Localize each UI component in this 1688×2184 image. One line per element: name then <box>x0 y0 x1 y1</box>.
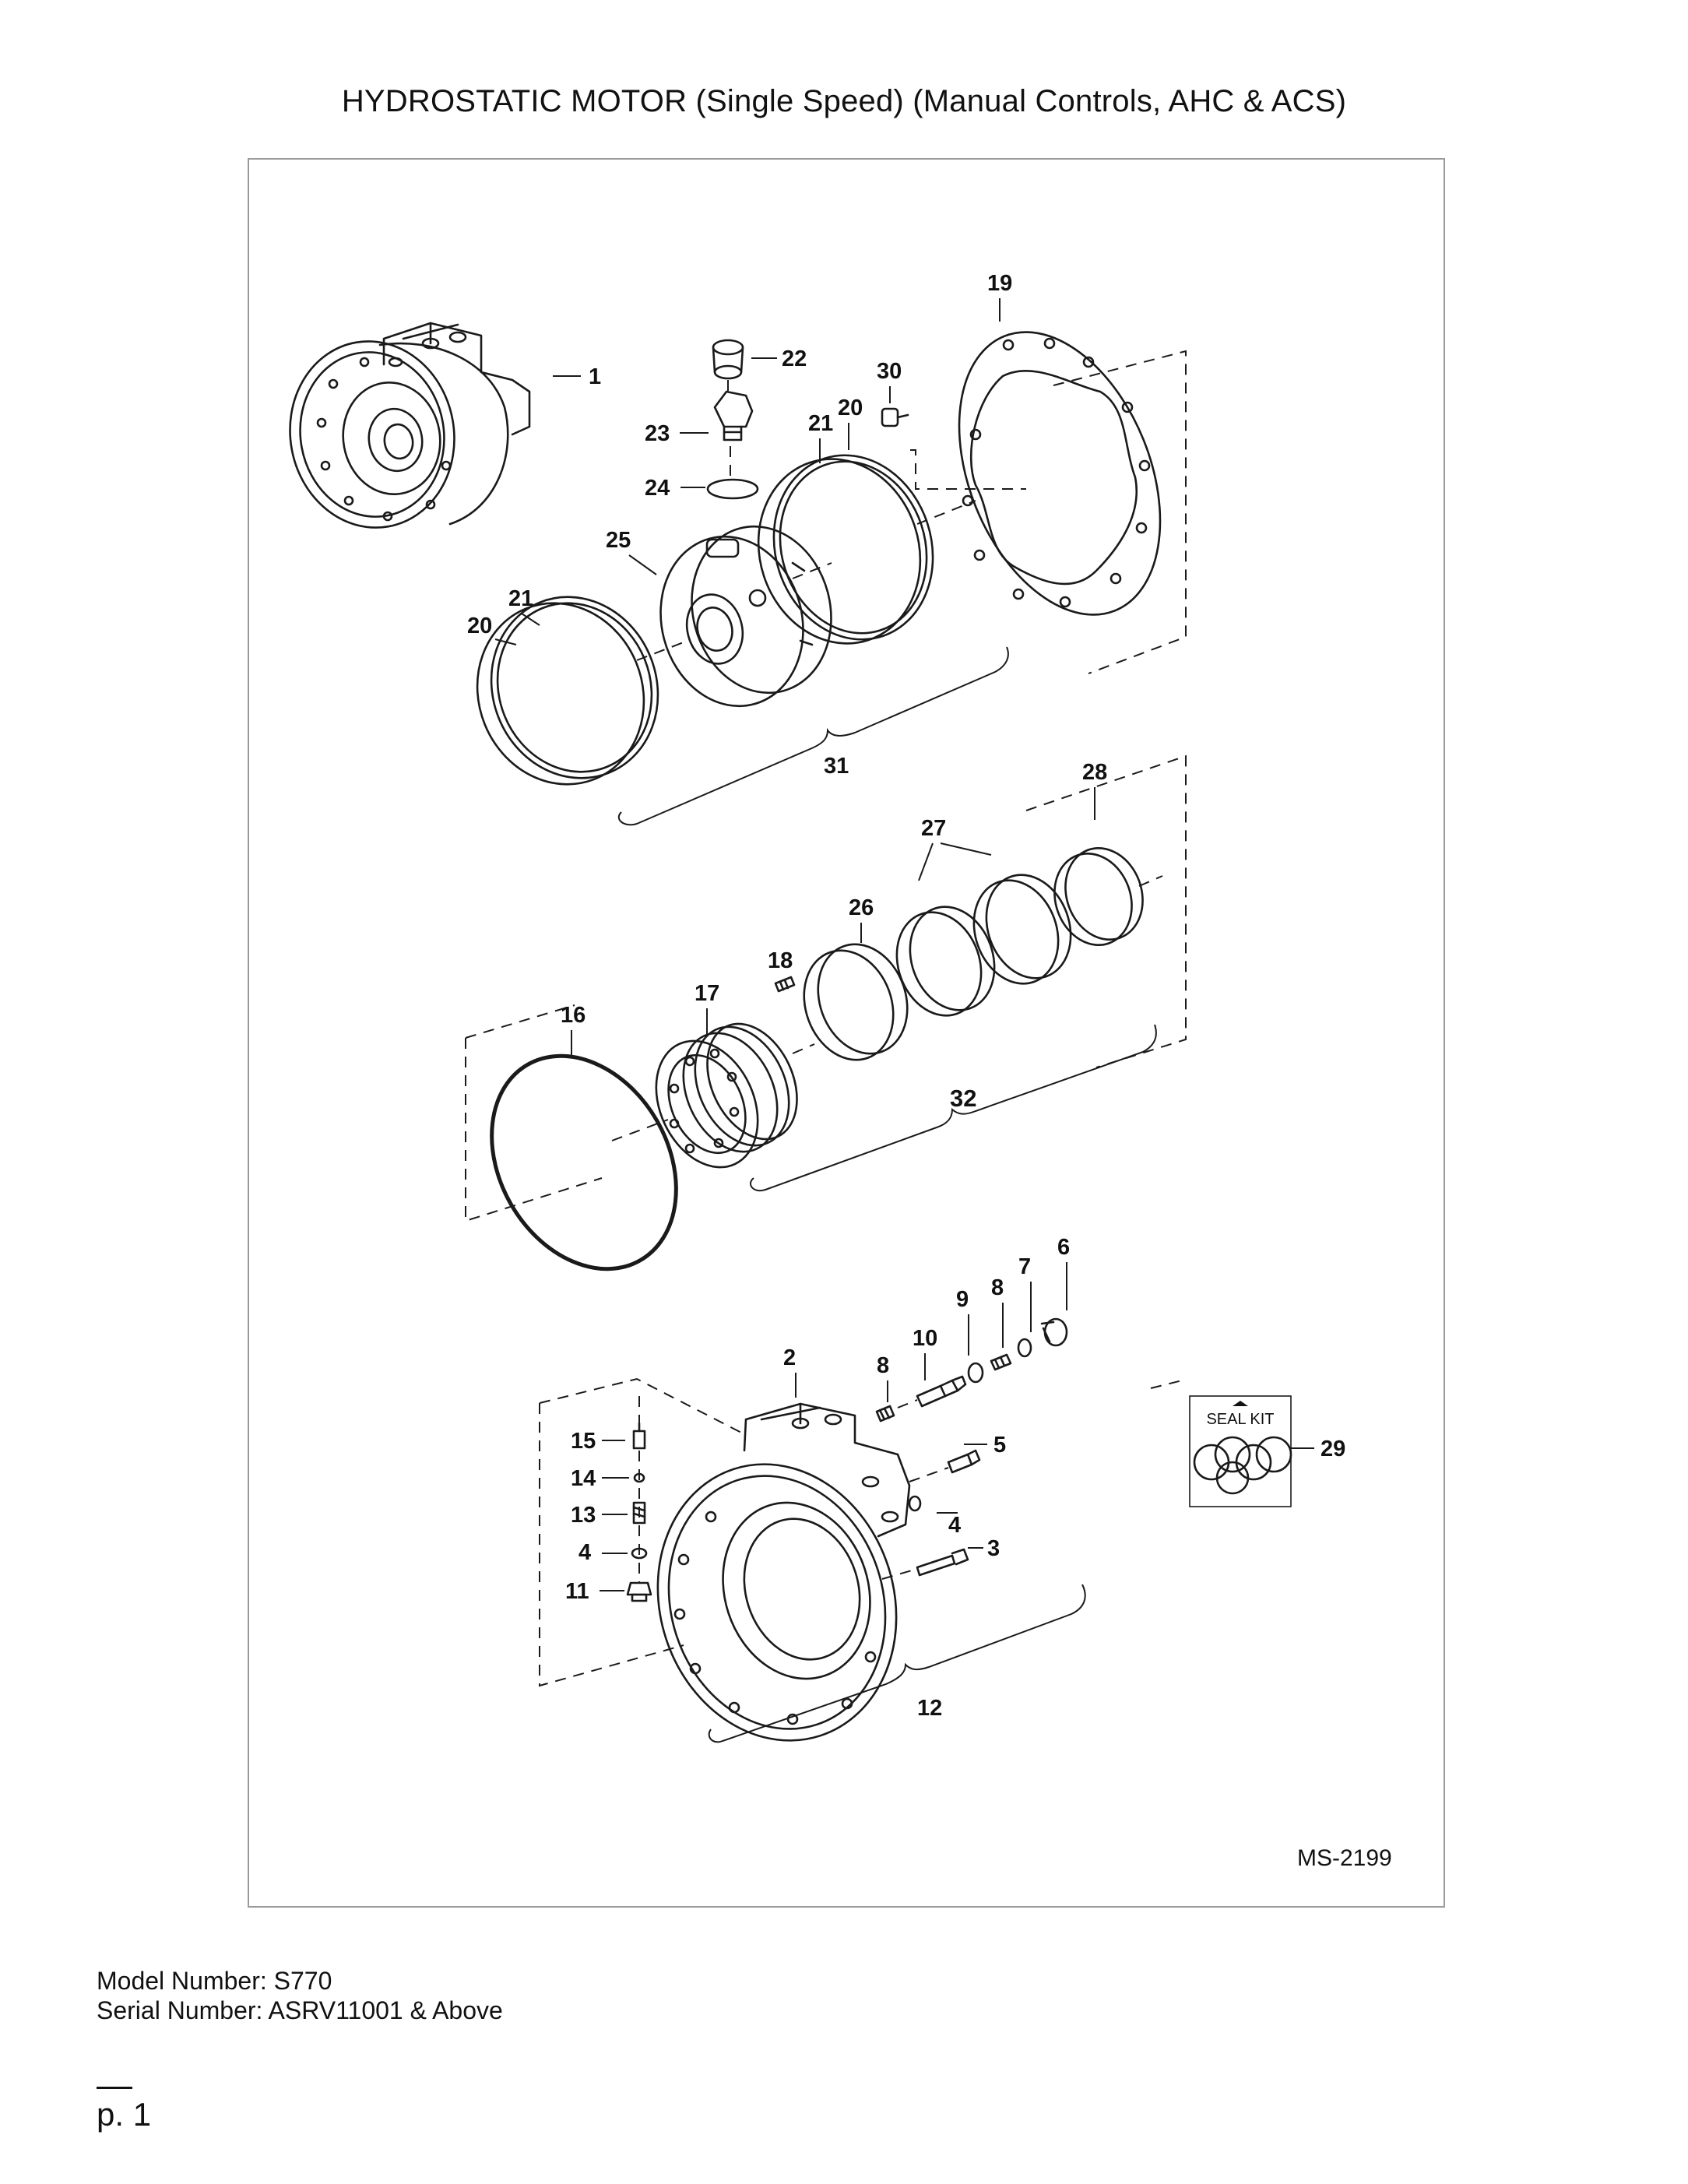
callout-1: 1 <box>589 364 601 389</box>
part-17-rotor-set <box>655 1022 798 1169</box>
part-20-21-rings-left <box>476 596 659 786</box>
callout-30: 30 <box>877 359 902 384</box>
page-title: HYDROSTATIC MOTOR (Single Speed) (Manual… <box>341 84 1347 118</box>
callout-14: 14 <box>571 1466 596 1491</box>
part-8-spring-upper <box>990 1353 1012 1371</box>
part-5-plug <box>947 1449 981 1474</box>
callout-22: 22 <box>782 346 807 371</box>
callout-4-right: 4 <box>948 1513 961 1538</box>
page-number: p. 1 <box>97 2096 152 2133</box>
part-26-ring <box>803 943 909 1061</box>
callout-18: 18 <box>768 948 793 973</box>
callout-8-upper: 8 <box>991 1275 1004 1300</box>
callout-24: 24 <box>645 476 670 501</box>
callout-32: 32 <box>950 1085 976 1112</box>
callout-6: 6 <box>1057 1235 1070 1260</box>
part-4-o-ring-right <box>908 1495 922 1512</box>
part-15-poppet <box>632 1422 646 1450</box>
bracket-32 <box>750 1024 1157 1192</box>
part-16-seal-ring <box>490 1053 678 1271</box>
part-27-rings <box>895 874 1072 1017</box>
callout-10: 10 <box>913 1326 937 1351</box>
model-info: Model Number: S770 Serial Number: ASRV11… <box>97 1966 503 2025</box>
bracket-12 <box>708 1584 1086 1743</box>
part-6-plug <box>1040 1317 1068 1347</box>
part-25-end-cap <box>659 525 832 708</box>
callout-29: 29 <box>1321 1437 1345 1461</box>
diagram-frame <box>248 158 1445 1908</box>
part-1-housing <box>289 322 531 529</box>
callout-21-left: 21 <box>508 586 533 611</box>
callout-12: 12 <box>917 1696 942 1721</box>
part-19-spacer-plate <box>958 331 1162 616</box>
part-30-plug <box>881 407 909 427</box>
bracket-31 <box>617 646 1009 826</box>
part-3-bolt <box>916 1548 969 1577</box>
callout-23: 23 <box>645 421 670 446</box>
callout-17: 17 <box>695 981 719 1006</box>
callout-25: 25 <box>606 528 631 553</box>
callout-2: 2 <box>783 1345 796 1370</box>
callout-26: 26 <box>849 895 874 920</box>
callout-13: 13 <box>571 1503 596 1528</box>
callout-3: 3 <box>987 1536 1000 1561</box>
part-7-o-ring <box>1017 1338 1032 1358</box>
callout-21-upper: 21 <box>808 411 833 436</box>
seal-kit-label: SEAL KIT <box>1206 1411 1274 1428</box>
callout-5: 5 <box>993 1433 1006 1458</box>
callout-15: 15 <box>571 1429 596 1454</box>
part-11-plug <box>626 1581 652 1602</box>
callout-27: 27 <box>921 816 946 841</box>
part-10-relief-valve <box>916 1375 967 1408</box>
part-22-cap <box>712 339 744 380</box>
callout-7: 7 <box>1018 1254 1031 1279</box>
callout-28: 28 <box>1082 760 1107 785</box>
model-number: Model Number: S770 <box>97 1967 332 1995</box>
serial-number: Serial Number: ASRV11001 & Above <box>97 1996 503 2024</box>
callout-19: 19 <box>987 271 1012 296</box>
part-24-o-ring <box>706 478 759 500</box>
part-23-fitting <box>713 390 754 441</box>
part-18-set-screw <box>774 976 796 993</box>
callout-31: 31 <box>824 754 849 779</box>
part-28-ring <box>1053 846 1144 947</box>
callout-20-left: 20 <box>467 614 492 638</box>
part-20-21-rings-right <box>757 454 934 645</box>
page-rule <box>97 2087 132 2089</box>
callout-11: 11 <box>565 1579 589 1604</box>
part-2-housing <box>656 1402 911 1742</box>
callout-9: 9 <box>956 1287 969 1312</box>
callout-4-left: 4 <box>578 1540 591 1565</box>
part-8-spring-lower <box>875 1405 895 1423</box>
callout-8-lower: 8 <box>877 1353 889 1378</box>
seal-kit-box: SEAL KIT <box>1189 1395 1292 1507</box>
callout-20-upper: 20 <box>838 396 863 420</box>
part-9-washer <box>967 1362 984 1384</box>
callout-16: 16 <box>561 1003 586 1028</box>
exploded-parts-diagram: 1 22 23 24 30 19 <box>289 271 1392 1871</box>
drawing-code: MS-2199 <box>1297 1845 1392 1871</box>
